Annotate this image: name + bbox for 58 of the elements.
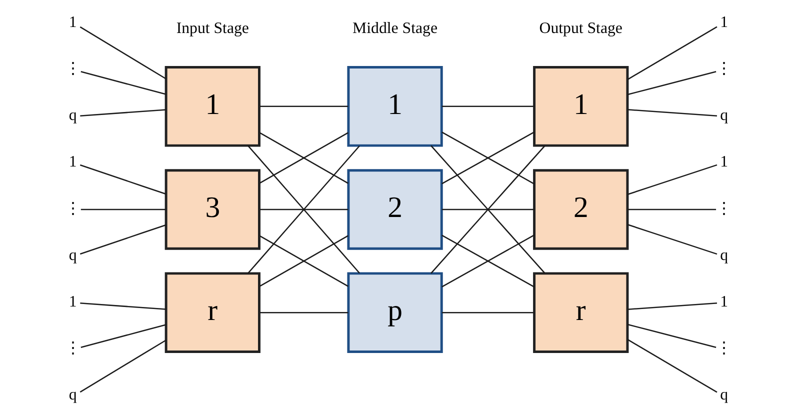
connector [626, 26, 717, 80]
connector [626, 339, 717, 393]
node-box: p [346, 272, 442, 353]
node-text: q [720, 107, 728, 124]
connector [79, 26, 166, 80]
connector [258, 132, 348, 184]
label: Output Stage [538, 20, 622, 37]
connector [79, 340, 166, 393]
connector [627, 324, 716, 348]
node-text: 1 [720, 293, 728, 310]
node-text: q [68, 386, 76, 404]
node-text: q [68, 246, 76, 264]
connector [627, 164, 717, 195]
node-box: 3 [164, 169, 260, 250]
node-text: 1 [68, 14, 76, 31]
node-text: ⋮ [716, 340, 732, 358]
node-text: q [68, 107, 76, 124]
node-text: ⋮ [64, 60, 80, 78]
connector [441, 208, 534, 210]
node-text: ⋮ [64, 200, 80, 218]
node-text: 1 [68, 293, 76, 310]
node-box: r [532, 272, 628, 353]
node-text: q [720, 386, 728, 404]
node-box: 1 [532, 66, 628, 147]
node-box: 1 [164, 66, 260, 147]
connector [627, 109, 717, 117]
connector [259, 208, 348, 210]
connector [441, 312, 534, 314]
connector [627, 302, 717, 310]
label: Input Stage [176, 20, 248, 37]
connector [80, 208, 166, 210]
node-text: 1 [68, 154, 76, 171]
connector [79, 164, 166, 195]
connector [627, 70, 716, 96]
node-text: 1 [720, 14, 728, 31]
connector [259, 106, 348, 108]
connector [627, 208, 716, 210]
node-text: ⋮ [64, 340, 80, 358]
connector [80, 324, 166, 348]
connector [430, 145, 545, 274]
node-box: r [164, 272, 260, 353]
connector [80, 109, 166, 117]
connector [80, 302, 166, 310]
connector [441, 106, 534, 108]
node-text: q [720, 246, 728, 264]
connector [258, 235, 348, 287]
connector [247, 145, 360, 274]
connector [259, 312, 348, 314]
node-text: ⋮ [716, 200, 732, 218]
label: Middle Stage [352, 20, 437, 37]
node-text: ⋮ [716, 60, 732, 78]
node-box: 2 [346, 169, 442, 250]
connector [80, 71, 166, 95]
node-box: 1 [346, 66, 442, 147]
node-text: 1 [720, 154, 728, 171]
connector [79, 224, 166, 255]
connector [627, 224, 717, 255]
node-box: 2 [532, 169, 628, 250]
